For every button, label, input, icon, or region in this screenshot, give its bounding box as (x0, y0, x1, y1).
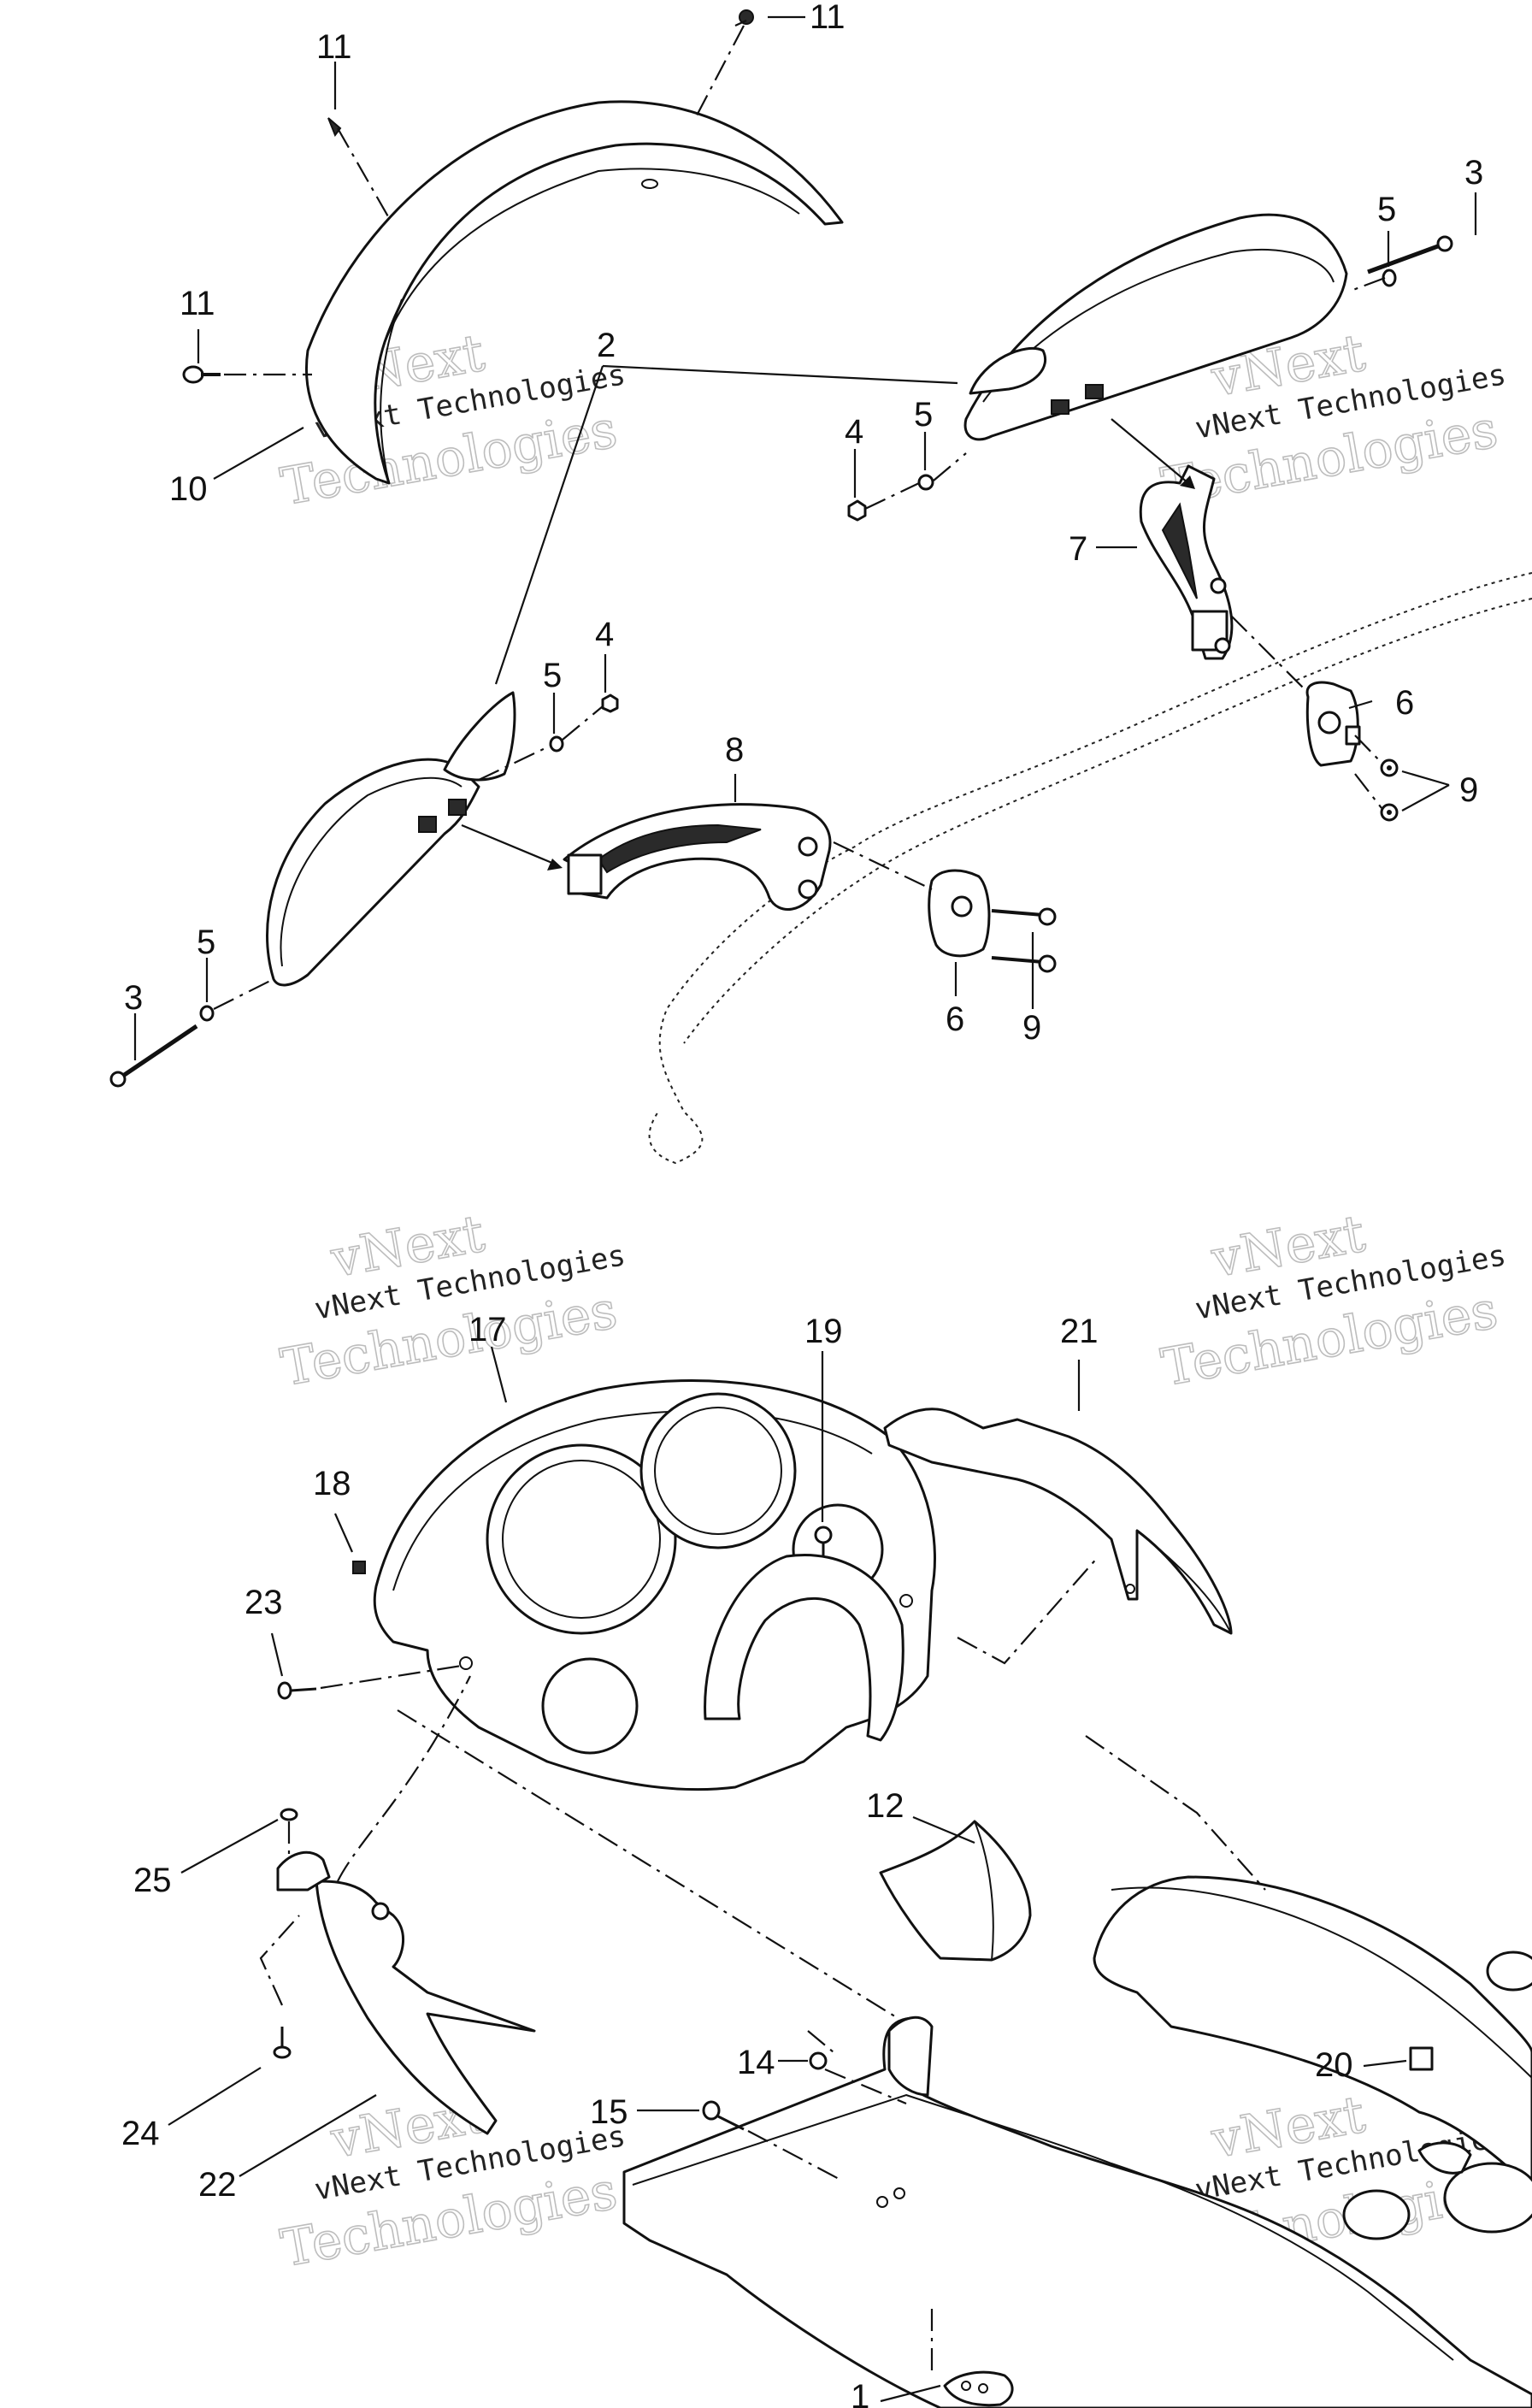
axis-6-left (833, 841, 933, 890)
part-2-handguard-right (963, 213, 1348, 441)
callout-11-mid: 11 (180, 285, 215, 322)
part-24-screw (273, 2027, 292, 2059)
part-5-washer-right-top (1382, 269, 1397, 287)
arrow-8-head (547, 859, 563, 871)
callout-labels: 11 11 11 10 2 3 5 5 4 7 6 9 4 5 8 5 3 6 … (121, 0, 1483, 2408)
callout-9-right: 9 (1459, 771, 1478, 809)
callout-11-top: 11 (810, 0, 846, 36)
callout-21: 21 (1060, 1313, 1099, 1350)
part-3-bolt-right (1367, 235, 1453, 274)
part-5-washer-left-lower (199, 1005, 215, 1022)
part-11-screw-mid (182, 365, 221, 384)
part-6-clamp-left (928, 869, 991, 958)
part-18-screw (352, 1561, 366, 1574)
part-23-screw (277, 1681, 317, 1700)
part-9-bolt-right-b (1380, 803, 1399, 822)
part-1-lower-console (622, 1875, 1532, 2408)
part-2-handguard-left (266, 691, 516, 987)
callout-19: 19 (804, 1313, 843, 1350)
part-14-clip (809, 2051, 828, 2070)
axis-console-left (397, 1709, 899, 2019)
part-15-screw (702, 2100, 745, 2131)
callout-5-right-lower: 5 (914, 396, 933, 434)
axis-22 (337, 1675, 471, 1882)
callout-1: 1 (851, 2378, 869, 2408)
callout-24: 24 (121, 2115, 160, 2152)
part-19-screw (814, 1526, 833, 1556)
part-5-washer-right-lower (917, 474, 934, 491)
arrow-7-head (1180, 475, 1195, 489)
callout-18: 18 (313, 1465, 351, 1502)
watermark-middle-right: vNext vNext Technologies Technologies (1157, 1203, 1509, 1399)
callout-10: 10 (169, 470, 208, 508)
callout-5-left-lower: 5 (197, 924, 215, 961)
part-8-bracket (563, 803, 832, 911)
axis-11-left (337, 127, 390, 219)
part-7-bracket (1139, 464, 1234, 660)
axis-9-right (1354, 735, 1382, 809)
callout-17: 17 (468, 1311, 507, 1349)
callout-12: 12 (866, 1787, 904, 1825)
watermark-middle-left: vNext vNext Technologies Technologies (276, 1203, 628, 1399)
part-22-side-panel (276, 1850, 536, 2135)
callout-11-left: 11 (316, 28, 352, 66)
callout-3-right: 3 (1464, 154, 1483, 192)
axis-4-left (478, 705, 604, 781)
callout-15: 15 (590, 2093, 628, 2131)
arrow-8 (461, 823, 555, 865)
callout-20: 20 (1315, 2046, 1353, 2084)
part-6-clamp-right (1305, 681, 1361, 767)
axis-6-right (1230, 615, 1309, 693)
axis-11-top (696, 25, 745, 116)
callout-9-left: 9 (1022, 1009, 1041, 1047)
part-4-nut-right (847, 499, 867, 522)
axis-console-right (1085, 1735, 1266, 1891)
part-10-deflector (305, 100, 844, 485)
axis-14 (807, 2030, 907, 2105)
leader-lines (133, 15, 1477, 2403)
part-3-bolt-left (109, 1024, 198, 1088)
part-20-clip (1409, 2046, 1434, 2071)
part-21-rear-cover (883, 1408, 1233, 1635)
callout-3-left: 3 (124, 979, 143, 1017)
callout-6-right: 6 (1395, 684, 1414, 722)
part-9-bolt-left-a (991, 907, 1057, 926)
callout-5-left-upper: 5 (543, 657, 562, 694)
axis-3-right (1350, 276, 1386, 292)
part-25-clip (280, 1808, 298, 1821)
part-17-gauge-housing (373, 1379, 936, 1791)
callout-5-right-top: 5 (1377, 191, 1396, 228)
part-12-cap (879, 1820, 1032, 1962)
callout-8: 8 (725, 731, 744, 769)
part-11-screw-top (734, 9, 754, 27)
callout-6-left: 6 (946, 1000, 964, 1038)
callout-4-right: 4 (845, 413, 863, 451)
callout-23: 23 (245, 1584, 283, 1621)
callout-2: 2 (597, 327, 616, 364)
axis-21 (957, 1555, 1099, 1665)
arrow-7 (1111, 418, 1189, 484)
part-9-bolt-right-a (1380, 758, 1399, 777)
callout-22: 22 (198, 2166, 237, 2204)
axis-23 (320, 1664, 463, 1690)
part-1-bracket (943, 2370, 1014, 2407)
callout-4-left: 4 (595, 616, 614, 653)
part-5-washer-left-upper (549, 735, 564, 752)
callout-14: 14 (737, 2044, 775, 2081)
part-9-bolt-left-b (991, 954, 1057, 973)
axis-3-left (213, 978, 274, 1010)
part-11-screw-left (327, 117, 342, 138)
axis-15 (747, 2130, 843, 2181)
part-4-nut-left (601, 693, 619, 713)
callout-25: 25 (133, 1862, 172, 1899)
axis-24 (259, 1915, 300, 2006)
axis-4-right (864, 452, 967, 510)
callout-7: 7 (1069, 530, 1087, 568)
